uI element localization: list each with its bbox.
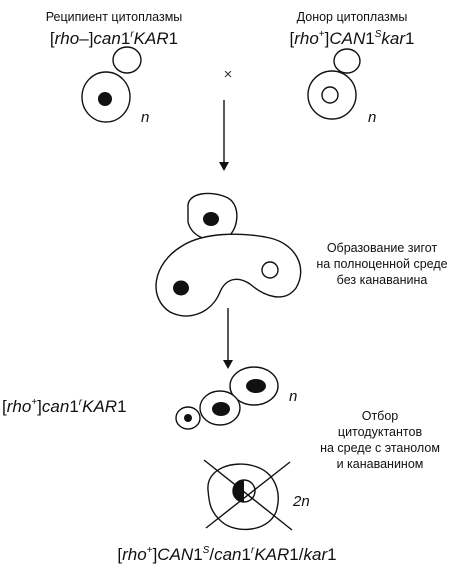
step1-line2: на полноценной среде (316, 257, 447, 271)
step1-line3: без канаванина (337, 273, 428, 287)
final-genotype: [rho+]CAN1S/can1rKAR1/kar1 (117, 545, 336, 564)
bud-ploidy: n (289, 388, 297, 405)
recipient-nucleus (98, 92, 112, 106)
recipient-title: Реципиент цитоплазмы (46, 10, 183, 24)
donor-ploidy: n (368, 109, 376, 126)
donor-title: Донор цитоплазмы (297, 10, 408, 24)
bud2-nucleus (212, 402, 230, 416)
step2-line1: Отбор (362, 409, 399, 423)
donor-cell (307, 48, 361, 120)
bud1-nucleus (184, 414, 192, 422)
zygote (155, 192, 302, 317)
donor-nucleus (321, 86, 339, 104)
recipient-genotype: [rho–]can1rKAR1 (50, 29, 178, 48)
diploid-ploidy: 2n (292, 493, 310, 510)
recipient-cell (81, 46, 142, 123)
zygote-nucleus-dark (173, 280, 189, 296)
arrow-selection (223, 308, 233, 369)
donor-genotype: [rho+]CAN1Skar1 (289, 29, 414, 48)
step2-line3: на среде с этанолом (320, 441, 440, 455)
bud3-nucleus (246, 379, 266, 393)
step2-line2: цитодуктантов (338, 425, 423, 439)
diploid-cell-crossed (203, 459, 293, 531)
bud-nucleus-dark (203, 212, 219, 226)
step2-line4: и канаванином (337, 457, 424, 471)
step1-line1: Образование зигот (327, 241, 438, 255)
arrow-mating (219, 100, 229, 171)
bud-genotype: [rho+]can1rKAR1 (2, 397, 127, 416)
cross-symbol: × (224, 66, 233, 83)
recipient-ploidy: n (141, 109, 149, 126)
budding-cells (175, 366, 279, 430)
zygote-nucleus-open (261, 261, 279, 279)
